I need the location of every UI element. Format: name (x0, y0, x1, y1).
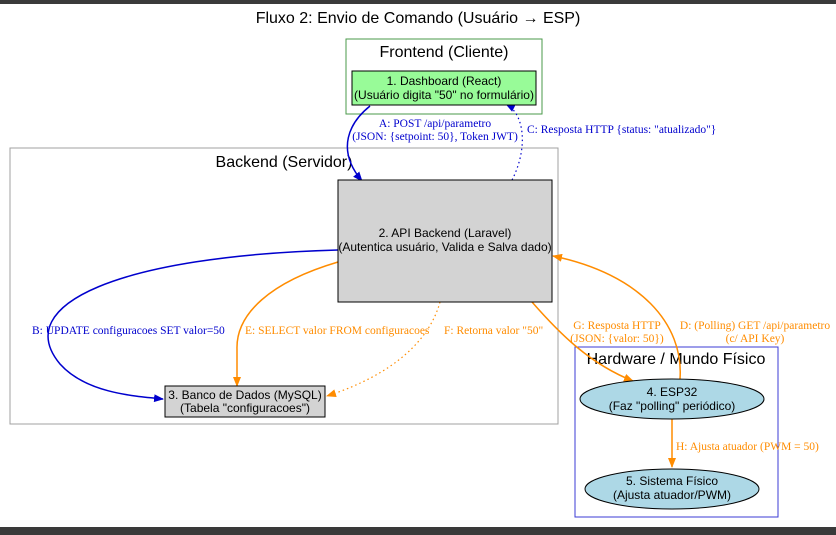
node-fisico-subtitle: (Ajusta atuador/PWM) (613, 488, 731, 502)
node-api-title: 2. API Backend (Laravel) (379, 226, 512, 240)
node-dashboard-title: 1. Dashboard (React) (387, 74, 502, 88)
edge-g-label-line2: (JSON: {valor: 50}) (570, 333, 664, 345)
cluster-frontend-border (345, 38, 543, 115)
edge-e-label: E: SELECT valor FROM configuracoes (245, 325, 430, 337)
node-dashboard-box (351, 70, 537, 106)
edge-a (346, 105, 371, 182)
node-api-box (337, 179, 553, 303)
cluster-frontend: Frontend (Cliente) (345, 38, 543, 115)
edge-h-label: H: Ajusta atuador (PWM = 50) (676, 441, 819, 453)
edge-f (326, 301, 441, 398)
flow-diagram: Fluxo 2: Envio de Comando (Usuário → ESP… (9, 10, 830, 518)
edge-f-label: F: Retorna valor "50" (444, 325, 543, 337)
node-api-subtitle: (Autentica usuário, Valida e Salva dado) (338, 240, 551, 254)
node-esp: 4. ESP32 (Faz "polling" periódico) (579, 378, 765, 420)
diagram-canvas: Fluxo 2: Envio de Comando (Usuário → ESP… (0, 4, 836, 527)
node-api: 2. API Backend (Laravel) (Autentica usuá… (337, 179, 553, 303)
edge-a-label-line2: (JSON: {setpoint: 50}, Token JWT) (352, 131, 518, 143)
edge-c-label: C: Resposta HTTP {status: "atualizado"} (527, 124, 716, 136)
cluster-hardware-label: Hardware / Mundo Físico (587, 351, 766, 368)
node-dashboard-subtitle: (Usuário digita "50" no formulário) (354, 88, 534, 102)
node-esp-title: 4. ESP32 (647, 385, 698, 399)
node-dashboard: 1. Dashboard (React) (Usuário digita "50… (351, 70, 537, 106)
edge-b (47, 249, 339, 403)
node-fisico: 5. Sistema Físico (Ajusta atuador/PWM) (584, 468, 760, 510)
edge-c (505, 103, 523, 181)
node-db-box (164, 385, 326, 418)
edge-e (233, 261, 339, 387)
node-fisico-shape (584, 468, 760, 510)
node-db: 3. Banco de Dados (MySQL) (Tabela "confi… (164, 385, 326, 418)
cluster-frontend-label: Frontend (Cliente) (380, 44, 509, 61)
node-fisico-title: 5. Sistema Físico (626, 474, 718, 488)
edge-b-label: B: UPDATE configuracoes SET valor=50 (32, 325, 225, 337)
edge-d-label-line1: D: (Polling) GET /api/parametro (680, 320, 830, 332)
edge-g (531, 301, 634, 382)
node-db-subtitle: (Tabela "configuracoes") (180, 401, 310, 415)
node-esp-shape (579, 378, 765, 420)
cluster-backend-label: Backend (Servidor) (216, 154, 353, 171)
edge-g-label-line1: G: Resposta HTTP (573, 320, 661, 332)
cluster-backend-border (9, 147, 559, 425)
edge-d (552, 253, 681, 380)
edge-d-label-line2: (c/ API Key) (726, 333, 785, 345)
cluster-backend: Backend (Servidor) (9, 147, 559, 425)
diagram-title: Fluxo 2: Envio de Comando (Usuário → ESP… (256, 10, 581, 27)
edge-a-label-line1: A: POST /api/parametro (379, 118, 491, 130)
node-db-title: 3. Banco de Dados (MySQL) (168, 388, 321, 402)
node-esp-subtitle: (Faz "polling" periódico) (609, 399, 736, 413)
